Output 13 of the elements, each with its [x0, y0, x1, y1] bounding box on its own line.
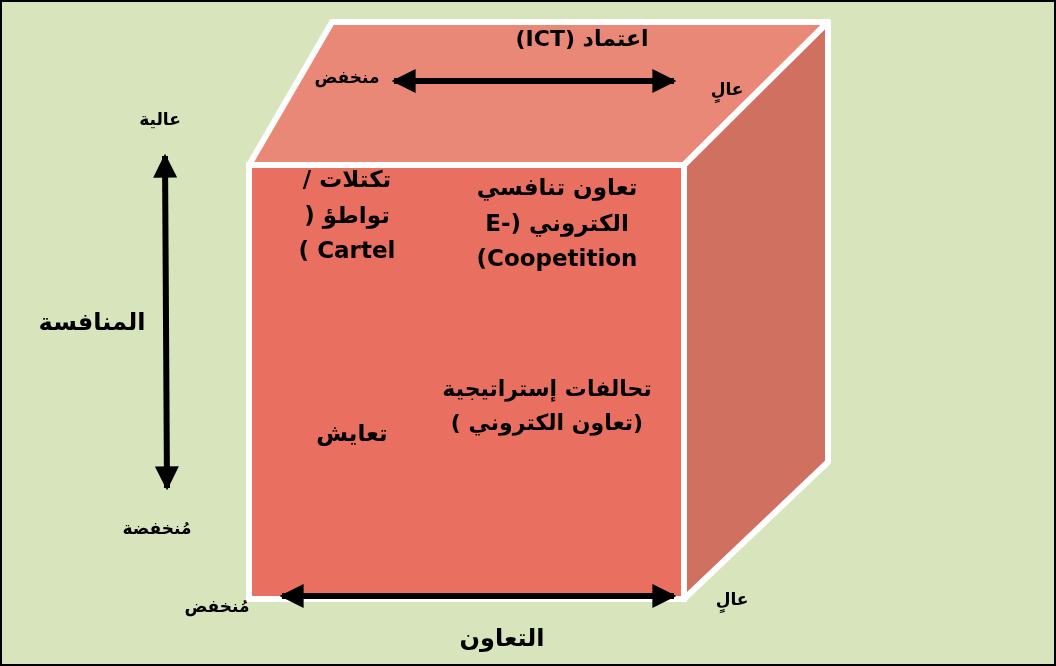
axis-end-label: مُنخفض — [183, 595, 251, 619]
axis-end-label: عالٍ — [697, 586, 767, 613]
axis-title: المنافسة — [37, 307, 147, 338]
quadrant-label: تعايش — [315, 419, 389, 448]
axis-title: اعتماد (ICT) — [514, 25, 650, 53]
axis-title: التعاون — [458, 623, 546, 654]
axis-end-label: عالٍ — [692, 76, 762, 103]
quadrant-label: تعاون تنافسي الكتروني (E- Coopetition) — [475, 173, 639, 274]
axis-end-label: منخفض — [313, 66, 381, 90]
quadrant-label: تكتلات / تواطؤ ( Cartel ) — [297, 165, 397, 266]
axis-end-label: عالية — [138, 108, 182, 131]
quadrant-label: تحالفات إستراتيجية (تعاون الكتروني ) — [441, 375, 653, 438]
axis-end-label: مُنخفضة — [121, 517, 193, 540]
